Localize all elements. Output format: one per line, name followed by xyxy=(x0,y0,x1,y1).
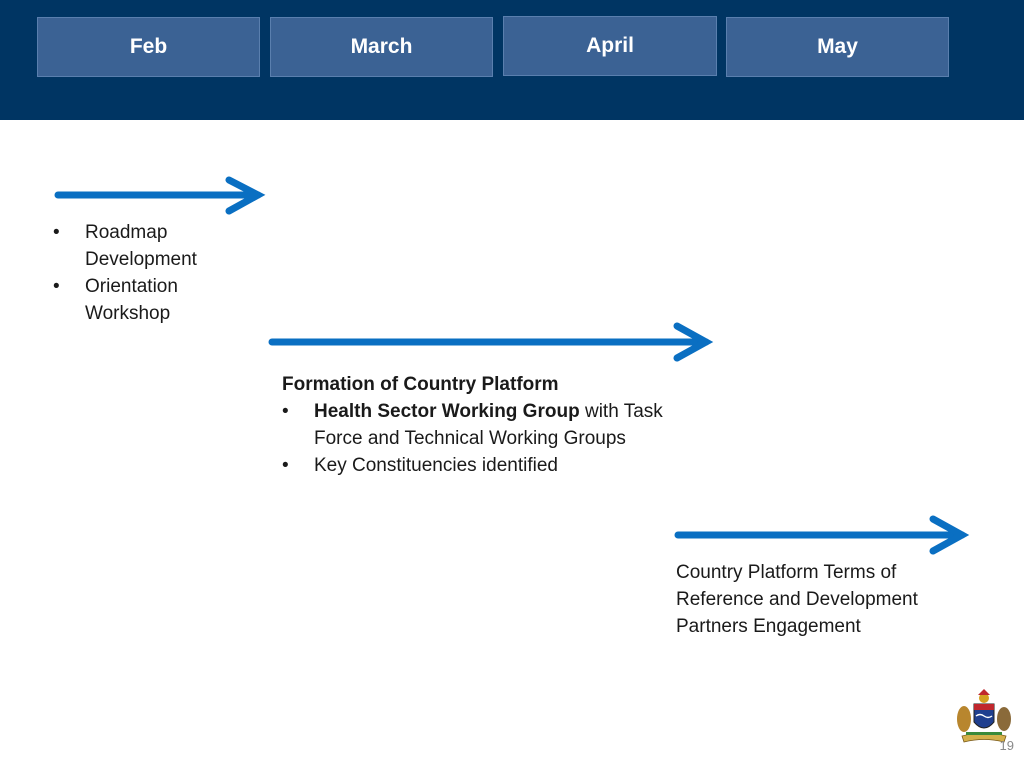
list-item: •Key Constituencies identified xyxy=(282,455,558,476)
arrow-march xyxy=(268,322,714,362)
march-heading: Formation of Country Platform xyxy=(282,374,559,395)
coat-of-arms-icon xyxy=(957,689,1011,743)
arrow-may xyxy=(674,515,970,555)
month-feb: Feb xyxy=(37,17,260,77)
list-item: •Health Sector Working Group with Task F… xyxy=(282,401,663,449)
feb-activities: •Roadmap Development •Orientation Worksh… xyxy=(53,219,233,327)
header-band: Feb March April May xyxy=(0,0,1024,120)
list-item: •Roadmap Development xyxy=(53,222,197,270)
arrow-feb xyxy=(54,176,266,215)
march-activities: Formation of Country Platform •Health Se… xyxy=(282,371,702,479)
month-may: May xyxy=(726,17,949,77)
list-item: •Orientation Workshop xyxy=(53,276,178,324)
month-march: March xyxy=(270,17,493,77)
month-april: April xyxy=(503,16,717,76)
page-number: 19 xyxy=(999,738,1014,753)
may-activities: Country Platform Terms of Reference and … xyxy=(676,562,918,637)
